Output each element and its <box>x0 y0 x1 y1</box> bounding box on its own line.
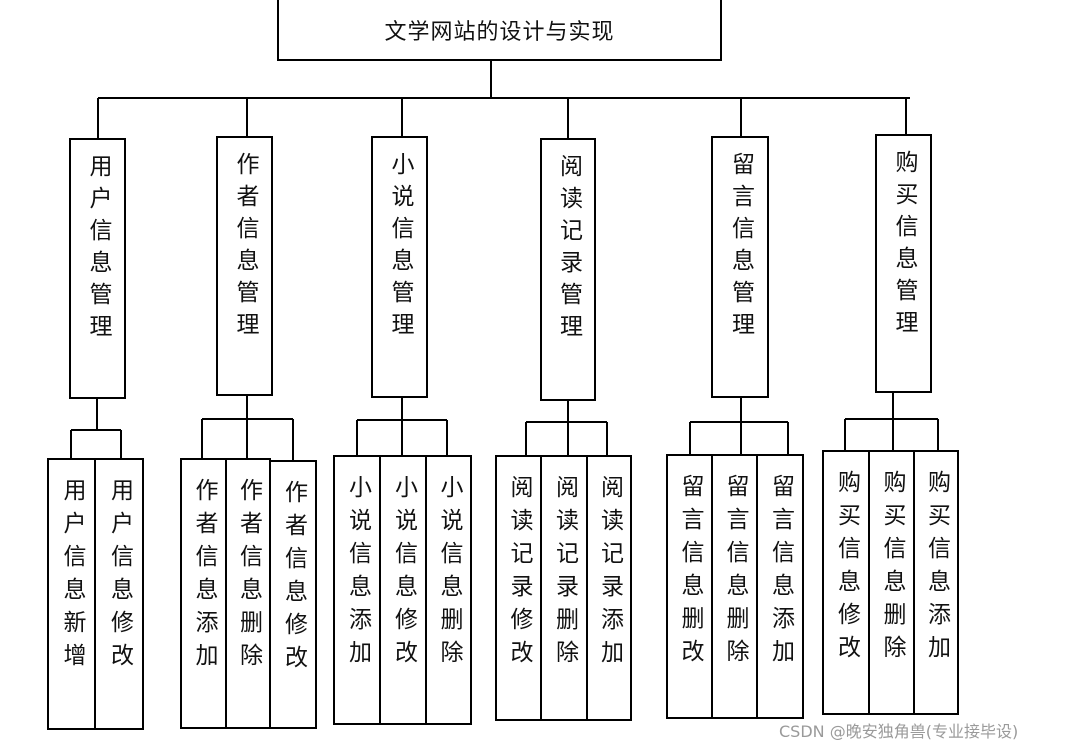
module-label: 购买信息管理 <box>891 150 917 342</box>
leaf-label: 用户信息修改 <box>106 478 133 676</box>
leaf-novel-1: 小说信息添加 <box>333 455 381 725</box>
leaf-label: 留言信息添加 <box>767 474 794 672</box>
leaf-user-2: 用户信息修改 <box>94 458 144 730</box>
leaf-label: 阅读记录删除 <box>551 475 578 673</box>
leaf-user-1: 用户信息新增 <box>47 458 96 730</box>
module-user: 用户信息管理 <box>69 138 126 399</box>
leaf-label: 小说信息添加 <box>344 475 371 673</box>
leaf-label: 作者信息添加 <box>191 478 217 676</box>
leaf-label: 阅读记录修改 <box>506 475 532 673</box>
leaf-label: 购买信息添加 <box>923 470 950 668</box>
root-node: 文学网站的设计与实现 <box>277 0 722 61</box>
module-label: 阅读记录管理 <box>555 154 582 346</box>
module-novel: 小说信息管理 <box>371 136 428 398</box>
leaf-message-2: 留言信息删除 <box>711 454 758 719</box>
leaf-author-1: 作者信息添加 <box>180 458 227 729</box>
leaf-message-3: 留言信息添加 <box>756 454 804 719</box>
leaf-author-2: 作者信息删除 <box>225 458 271 729</box>
watermark-text: CSDN @晚安独角兽(专业接毕设) <box>779 722 1019 741</box>
leaf-label: 小说信息删除 <box>436 475 462 673</box>
leaf-purchase-3: 购买信息添加 <box>913 450 959 715</box>
module-label: 小说信息管理 <box>387 152 413 344</box>
leaf-label: 购买信息修改 <box>833 470 860 668</box>
module-message: 留言信息管理 <box>711 136 769 398</box>
leaf-reading-1: 阅读记录修改 <box>495 455 542 721</box>
module-label: 留言信息管理 <box>727 152 754 344</box>
leaf-reading-3: 阅读记录添加 <box>586 455 632 721</box>
leaf-label: 阅读记录添加 <box>596 475 623 673</box>
leaf-label: 作者信息修改 <box>280 480 307 678</box>
module-label: 用户信息管理 <box>85 154 111 346</box>
leaf-purchase-1: 购买信息修改 <box>822 450 870 715</box>
module-label: 作者信息管理 <box>232 152 258 344</box>
root-title: 文学网站的设计与实现 <box>384 19 615 45</box>
module-reading: 阅读记录管理 <box>540 138 596 401</box>
leaf-message-1: 留言信息删改 <box>666 454 713 719</box>
module-purchase: 购买信息管理 <box>875 134 932 393</box>
leaf-label: 小说信息修改 <box>390 475 417 673</box>
module-author: 作者信息管理 <box>216 136 273 396</box>
leaf-label: 购买信息删除 <box>879 470 905 668</box>
leaf-reading-2: 阅读记录删除 <box>540 455 588 721</box>
leaf-label: 用户信息新增 <box>59 478 85 676</box>
leaf-purchase-2: 购买信息删除 <box>868 450 915 715</box>
leaf-label: 留言信息删除 <box>722 474 748 672</box>
leaf-novel-3: 小说信息删除 <box>425 455 472 725</box>
leaf-label: 作者信息删除 <box>235 478 262 676</box>
leaf-author-3: 作者信息修改 <box>269 460 317 729</box>
leaf-label: 留言信息删改 <box>677 474 703 672</box>
leaf-novel-2: 小说信息修改 <box>379 455 427 725</box>
